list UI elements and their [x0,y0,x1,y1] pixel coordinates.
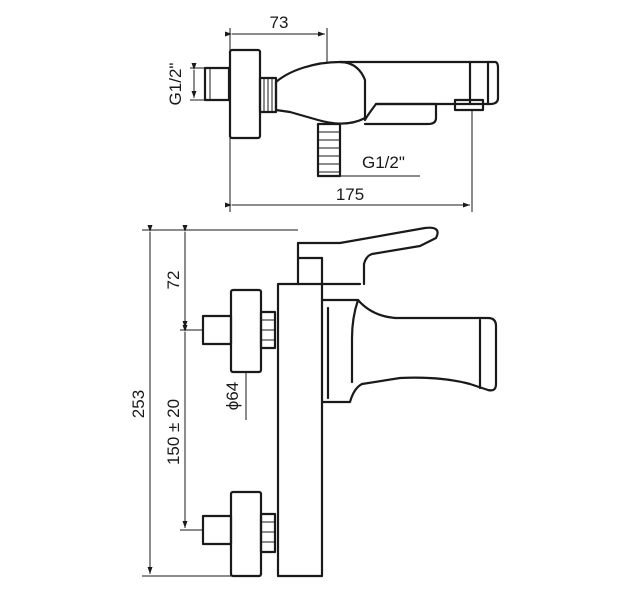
dim-width-label: 73 [270,13,289,32]
side-body-column [276,282,324,578]
top-escutcheon [228,48,278,140]
side-view: 253 72 150 ± 20 ϕ64 [129,225,498,578]
dim-spout-height-label: 72 [164,271,183,290]
side-lever-handle [296,226,439,286]
dim-spout-height-72: 72 [164,225,203,331]
dim-length-175: 175 [225,110,473,212]
side-lower-escutcheon [201,490,277,578]
top-outlet-connector [316,122,342,178]
side-upper-escutcheon [201,288,277,374]
dim-total-height-253: 253 [129,225,298,577]
dim-escutcheon-label: ϕ64 [223,382,242,410]
dim-length-label: 175 [336,185,364,204]
dim-outlet-thread: G1/2" [340,153,420,177]
dim-centers-150: 150 ± 20 [164,325,203,531]
dim-outlet-label: G1/2" [362,153,405,172]
side-spout [320,298,498,404]
top-view: 73 G1/2" G1/2" 175 [166,13,500,212]
dim-inlet-label: G1/2" [166,63,185,106]
dim-escutcheon-64: ϕ64 [223,372,247,420]
dim-centers-label: 150 ± 20 [164,399,183,465]
dim-total-height-label: 253 [129,390,148,418]
dim-width-73: 73 [225,13,328,62]
top-mixer-body [274,60,500,126]
dim-inlet-thread: G1/2" [166,63,205,106]
top-inlet-connector [203,66,231,102]
